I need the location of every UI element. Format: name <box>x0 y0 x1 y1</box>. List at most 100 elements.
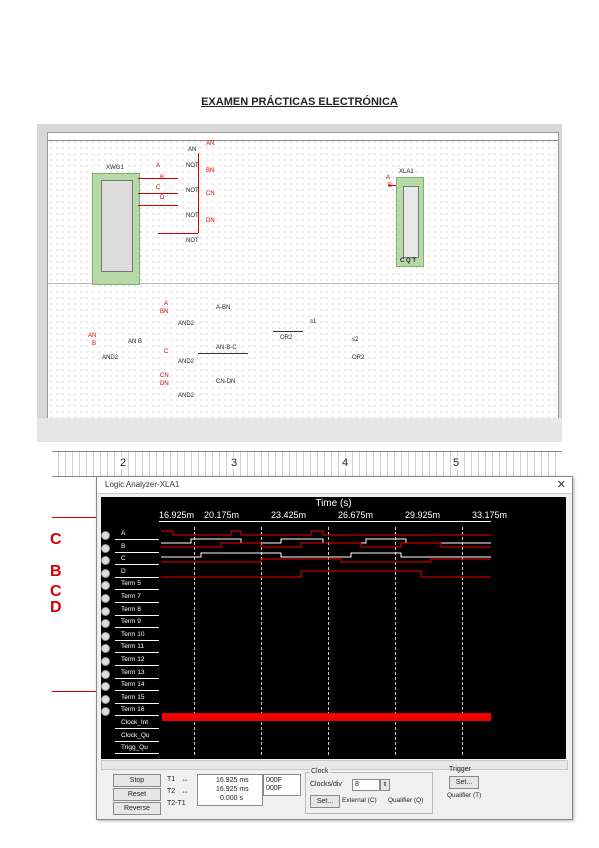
or-gate[interactable]: OR2 <box>280 335 293 341</box>
wire <box>158 233 198 234</box>
word-generator-body <box>101 180 133 272</box>
time-axis-label: Time (s) <box>315 498 352 509</box>
signal-separator <box>115 576 159 578</box>
signal-label: Term 8 <box>121 605 141 613</box>
trigger-group-title: Trigger <box>449 766 471 773</box>
signal-separator <box>115 614 159 616</box>
trigger-qualifier-label[interactable]: Qualifier (T) <box>447 792 482 799</box>
net-label: B <box>160 175 165 181</box>
logic-analyzer-body <box>403 186 419 258</box>
net-label: C <box>164 349 169 355</box>
net-label: s2 <box>352 337 359 343</box>
signal-label: Term 11 <box>121 643 144 651</box>
spinner-icon[interactable]: ⇕ <box>380 779 390 791</box>
signal-radio[interactable] <box>101 657 110 666</box>
signal-label: B <box>121 542 126 550</box>
signal-separator <box>115 665 159 666</box>
and-gate[interactable]: AND2 <box>178 359 195 365</box>
external-label[interactable]: External (C) <box>342 797 377 804</box>
signal-separator <box>115 753 159 755</box>
signal-radio[interactable] <box>101 631 110 641</box>
t1-arrows-icon[interactable]: ⇔ <box>181 775 189 784</box>
signal-label: Term 14 <box>121 681 145 689</box>
window-titlebar[interactable]: Logic Analyzer-XLA1 ✕ <box>97 477 572 494</box>
reverse-button[interactable]: Reverse <box>113 802 161 815</box>
word-generator[interactable]: XWG1 <box>92 165 140 285</box>
wire <box>273 331 303 332</box>
clock-group-title: Clock <box>310 768 330 775</box>
xla-label: XLA1 <box>399 169 414 175</box>
and-gate[interactable]: AND2 <box>178 321 195 327</box>
and-gate[interactable]: AND2 <box>178 393 195 399</box>
time-tick: 26.675m <box>338 510 374 520</box>
t2-hex: 000F <box>266 785 282 792</box>
net-label: CN <box>160 373 169 379</box>
signal-separator <box>115 551 159 553</box>
signal-radio[interactable] <box>101 644 110 654</box>
signal-label: Term 5 <box>121 580 141 588</box>
net-label: A <box>164 301 169 307</box>
stop-button[interactable]: Stop <box>113 774 161 787</box>
not-gate[interactable]: NOT <box>186 213 199 219</box>
clocks-div-input[interactable]: 8 <box>352 779 380 791</box>
signal-separator <box>115 740 159 742</box>
signal-label: Trigg_Qu <box>121 744 148 752</box>
net-label: AN <box>88 333 97 339</box>
xwg-label: XWG1 <box>106 165 124 171</box>
signal-label: Clock_Qu <box>121 731 150 739</box>
signal-radio[interactable] <box>101 594 110 603</box>
signal-separator <box>115 715 159 717</box>
signal-radio[interactable] <box>101 581 110 591</box>
net-label: A <box>386 175 391 181</box>
t1-label: T1 <box>167 776 176 783</box>
net-label: AN-B-C <box>216 345 237 351</box>
wire <box>52 517 96 518</box>
signal-radio[interactable] <box>101 568 110 578</box>
analyzer-controls: Stop Reset Reverse T1 T2 T2-T1 ⇔ ⇔ 16.92… <box>101 766 566 816</box>
signal-radio[interactable] <box>101 707 110 717</box>
signal-radio[interactable] <box>101 556 110 566</box>
time-tick: 29.925m <box>405 510 441 520</box>
signal-separator <box>115 702 159 704</box>
annotation-letter: B <box>50 563 62 580</box>
signal-radio[interactable] <box>101 694 110 704</box>
not-gate[interactable]: NOT <box>186 238 199 244</box>
grid-line <box>395 527 396 755</box>
clock-set-button[interactable]: Set... <box>310 795 340 808</box>
logic-analyzer-symbol[interactable]: XLA1 C Q T <box>396 169 424 267</box>
signal-separator <box>115 627 159 629</box>
not-gate[interactable]: NOT <box>186 188 199 194</box>
time-tick: 20.175m <box>204 510 240 520</box>
xla-pins: C Q T <box>400 258 416 264</box>
t2-arrows-icon[interactable]: ⇔ <box>181 787 189 796</box>
net-label: B <box>388 183 393 189</box>
waveform-a <box>161 530 491 536</box>
signal-radio[interactable] <box>101 619 110 629</box>
analyzer-screenshot: 2 3 4 5 C B C D Logic Analyzer-XLA1 ✕ Ti… <box>50 451 573 823</box>
signal-radio[interactable] <box>101 531 110 540</box>
signal-radio[interactable] <box>101 543 110 553</box>
horizontal-scrollbar[interactable] <box>101 760 568 770</box>
signal-label: Term 7 <box>121 593 141 600</box>
signal-radio[interactable] <box>101 682 110 692</box>
trigger-group: Trigger Set... Qualifier (T) <box>443 766 489 812</box>
or-gate[interactable]: OR2 <box>352 355 365 361</box>
reset-button[interactable]: Reset <box>113 788 161 801</box>
signal-separator <box>115 564 159 566</box>
net-label: DN <box>206 218 215 224</box>
qualifier-label[interactable]: Qualifier (Q) <box>388 797 424 804</box>
net-label: AN <box>206 141 215 147</box>
signal-radio[interactable] <box>101 606 110 616</box>
signal-radio[interactable] <box>101 669 110 679</box>
waveform-d <box>161 570 491 578</box>
signal-separator <box>115 539 159 540</box>
not-gate[interactable]: NOT <box>186 163 199 169</box>
t1-hex: 000F <box>266 777 282 784</box>
signal-label: Term 12 <box>121 656 145 663</box>
and-gate[interactable]: AND2 <box>102 355 119 361</box>
trigger-set-button[interactable]: Set... <box>449 776 479 789</box>
close-icon[interactable]: ✕ <box>556 479 566 491</box>
t2-t1-value: 0.000 s <box>220 795 243 802</box>
